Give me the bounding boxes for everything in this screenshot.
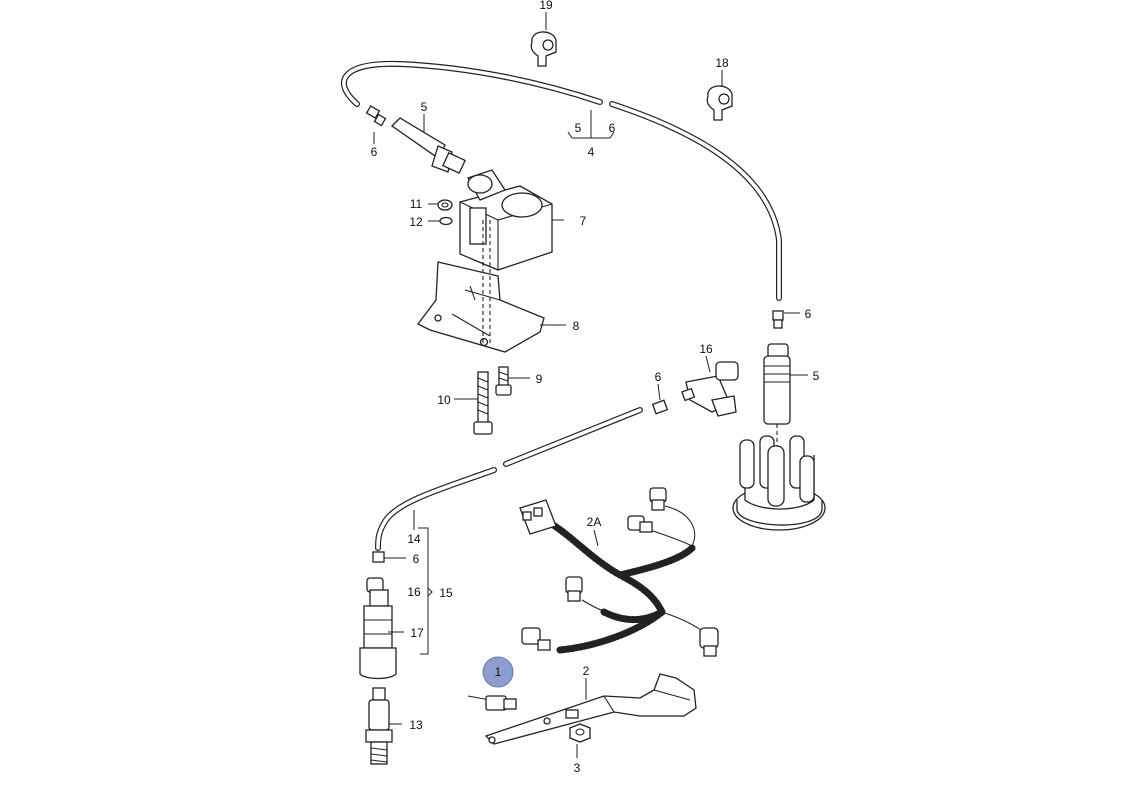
nut-3[interactable] [569, 723, 591, 743]
lead-end-6-middle[interactable] [651, 399, 669, 415]
callout-6-right[interactable]: 6 [805, 307, 812, 321]
nut-11[interactable] [437, 199, 453, 211]
callout-16-upper[interactable]: 16 [699, 342, 713, 356]
callout-10[interactable]: 10 [437, 393, 451, 407]
callout-18[interactable]: 18 [715, 56, 729, 70]
callout-6-lower[interactable]: 6 [413, 552, 420, 566]
callout-3[interactable]: 3 [574, 761, 581, 775]
lead-end-6-lower[interactable] [372, 551, 385, 563]
callout-15[interactable]: 15 [439, 586, 453, 600]
callout-6-middle[interactable]: 6 [655, 370, 662, 384]
lead-end-6-top[interactable] [365, 105, 387, 127]
harness-boot-5[interactable] [699, 627, 719, 657]
harness-boot-3[interactable] [565, 576, 583, 602]
bolt-9[interactable] [495, 366, 512, 396]
ignition-lead-upper[interactable] [341, 60, 782, 301]
washer-12[interactable] [439, 216, 453, 226]
callout-2A[interactable]: 2A [587, 515, 602, 529]
callout-8[interactable]: 8 [573, 319, 580, 333]
callout-9[interactable]: 9 [536, 372, 543, 386]
plug-connector-5-top[interactable] [390, 117, 466, 175]
callout-2[interactable]: 2 [583, 664, 590, 678]
angled-connector-16[interactable] [681, 361, 739, 417]
plug-connector-5-right[interactable] [763, 343, 791, 448]
bracket-2[interactable] [484, 673, 697, 745]
callout-19[interactable]: 19 [539, 0, 553, 12]
clip-18[interactable] [706, 85, 733, 121]
ignition-lead-lower[interactable] [375, 407, 643, 551]
callout-4[interactable]: 4 [588, 145, 595, 159]
leader-lines [373, 12, 808, 758]
harness-boot-2[interactable] [627, 515, 653, 533]
callout-labels: 19 18 5 6 5 6 4 11 12 7 8 9 10 6 5 16 6 … [371, 0, 820, 775]
bolt-10[interactable] [473, 371, 493, 435]
wiring-harness-2A[interactable] [519, 499, 706, 654]
callout-6-top[interactable]: 6 [371, 145, 378, 159]
callout-7[interactable]: 7 [580, 214, 587, 228]
plug-connector-17[interactable] [359, 577, 397, 680]
callout-14[interactable]: 14 [407, 532, 421, 546]
callout-4-part-6[interactable]: 6 [609, 121, 616, 135]
sensor-1[interactable] [467, 695, 517, 711]
highlight-marker[interactable] [482, 656, 514, 688]
callout-5-top[interactable]: 5 [421, 100, 428, 114]
callout-12[interactable]: 12 [409, 215, 423, 229]
callout-13[interactable]: 13 [409, 718, 423, 732]
callout-4-part-5[interactable]: 5 [575, 121, 582, 135]
callout-5-right[interactable]: 5 [813, 369, 820, 383]
clip-19[interactable] [530, 31, 557, 67]
spark-plug-13[interactable] [365, 687, 393, 765]
ignition-coil-7[interactable] [459, 169, 553, 271]
distributor-cap[interactable] [732, 435, 826, 531]
callout-17[interactable]: 17 [410, 626, 424, 640]
callout-16-lower[interactable]: 16 [407, 585, 421, 599]
lead-end-6-right[interactable] [772, 310, 784, 329]
callout-11[interactable]: 11 [410, 197, 423, 211]
harness-boot-4[interactable] [521, 627, 551, 651]
bracket-8[interactable] [417, 220, 545, 353]
harness-boot-1[interactable] [649, 487, 667, 511]
callout-1[interactable]: 1 [495, 665, 502, 679]
